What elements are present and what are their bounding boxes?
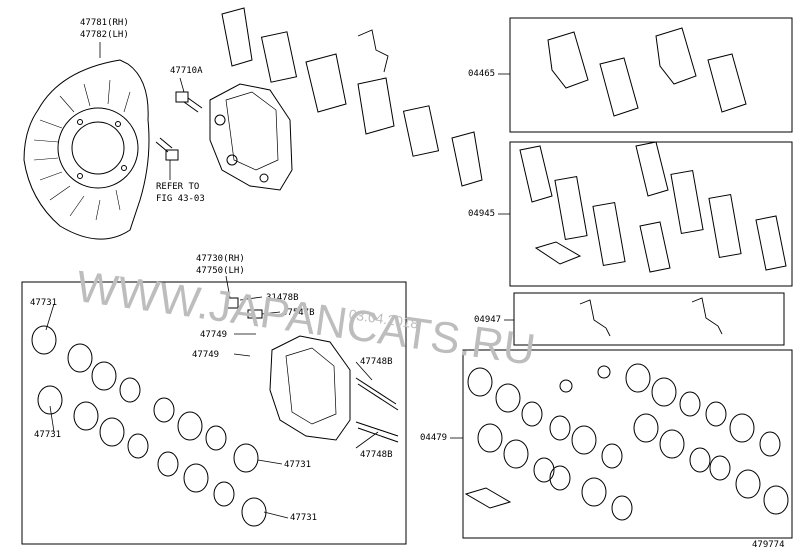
kit-label-04945: 04945: [468, 209, 496, 219]
part-label-47749-b: 47749: [192, 350, 220, 360]
part-label-47731-d: 47731: [290, 513, 318, 523]
part-label-47731-c: 47731: [284, 460, 312, 470]
caliper-main: [209, 83, 293, 191]
part-label-47731-b: 47731: [34, 430, 62, 440]
refer-label-line1: REFER TO: [156, 182, 200, 192]
kit-label-04479: 04479: [420, 433, 448, 443]
caliper-small: [225, 297, 399, 443]
part-label-47748B-a: 47748B: [360, 357, 393, 367]
bolt-refer: [155, 137, 179, 161]
kit-label-04947: 04947: [474, 315, 502, 325]
kit-04947-box: [513, 292, 785, 346]
part-label-47749-a: 47749: [200, 330, 228, 340]
figure-number: 479774: [752, 540, 785, 550]
shims-04945: [519, 141, 787, 273]
kit-label-04465: 04465: [468, 69, 496, 79]
part-label-31478B: 31478B: [266, 293, 299, 303]
dust-shield: [23, 59, 150, 240]
pads-top-row: [221, 7, 483, 187]
part-label-47750: 47750(LH): [196, 266, 245, 276]
kit-04479-box: [462, 349, 793, 539]
seals-04479: [464, 363, 789, 521]
kit-04465-box: [509, 17, 793, 133]
bolt-47710A: [175, 91, 203, 113]
seals-lower-left: [31, 325, 267, 527]
leader-lines: [45, 42, 514, 519]
kit-04945-box: [509, 141, 793, 287]
part-label-47781: 47781(RH): [80, 18, 129, 28]
pads-04465: [547, 27, 747, 117]
part-label-47547B: 47547B: [282, 308, 315, 318]
caliper-kit-box: [21, 281, 407, 545]
part-label-47730: 47730(RH): [196, 254, 245, 264]
part-label-47731-a: 47731: [30, 298, 58, 308]
clips-04947: [579, 297, 723, 337]
part-label-47748B-b: 47748B: [360, 450, 393, 460]
part-label-47782: 47782(LH): [80, 30, 129, 40]
part-label-47710A: 47710A: [170, 66, 203, 76]
refer-label-line2: FIG 43-03: [156, 194, 205, 204]
